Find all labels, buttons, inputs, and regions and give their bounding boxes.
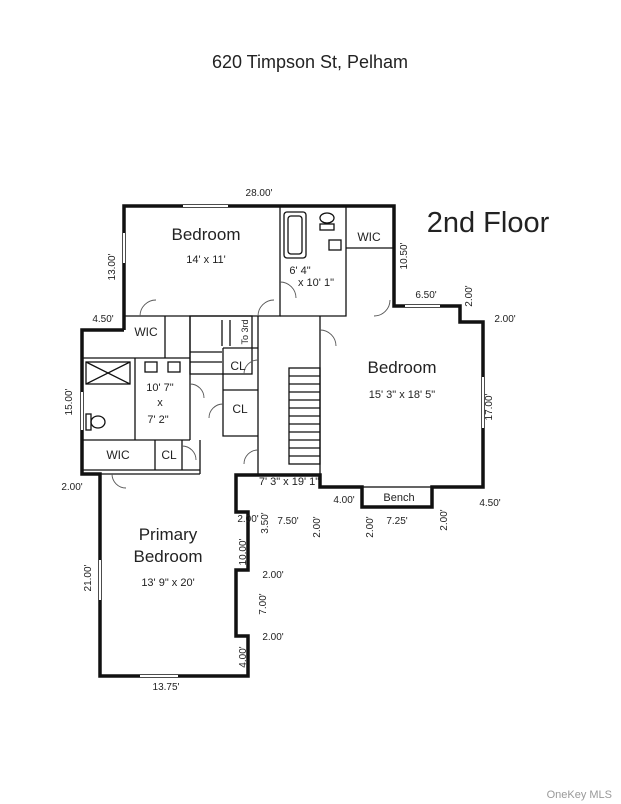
- room-primary-name-2: Bedroom: [134, 547, 203, 566]
- dim-450-left: 4.50': [92, 314, 113, 325]
- dim-15: 15.00': [64, 388, 75, 415]
- fixtures: [85, 211, 342, 465]
- dim-1050: 10.50': [399, 242, 410, 269]
- dim-7: 7.00': [258, 593, 269, 614]
- dim-28: 28.00': [246, 188, 273, 199]
- dim-4-low: 4.00': [238, 646, 249, 667]
- room-stair-top-name: To 3rd: [240, 319, 250, 344]
- dim-725: 7.25': [386, 516, 407, 527]
- room-wic-bottom-name: WIC: [106, 448, 130, 462]
- room-bedroom-east-size: 15' 3" x 18' 5": [369, 389, 436, 401]
- room-bath-primary-size-2: x: [157, 397, 163, 409]
- dim-13: 13.00': [107, 253, 118, 280]
- dim-350: 3.50': [260, 512, 271, 533]
- floor-label: 2nd Floor: [427, 207, 550, 239]
- room-cl-1-name: CL: [230, 359, 246, 373]
- dim-10: 10.00': [238, 538, 249, 565]
- dim-2-bench-l: 2.00': [365, 516, 376, 537]
- room-bath-primary-size-1: 10' 7": [146, 382, 174, 394]
- dim-2-bench-r: 2.00': [439, 509, 450, 530]
- dim-2-mid1: 2.00': [262, 570, 283, 581]
- dim-650: 6.50': [415, 290, 436, 301]
- room-wic-top-name: WIC: [357, 230, 381, 244]
- dim-21: 21.00': [83, 564, 94, 591]
- dim-450-right: 4.50': [479, 498, 500, 509]
- room-cl-2-name: CL: [232, 402, 248, 416]
- dim-17: 17.00': [484, 393, 495, 420]
- stair-treads: [289, 375, 320, 457]
- room-bath-top-size-1: 6' 4": [289, 265, 310, 277]
- room-hall-size: 7' 3" x 19' 1": [259, 476, 319, 488]
- watermark: OneKey MLS: [547, 789, 612, 801]
- windows: [81, 205, 484, 677]
- dim-2-corner: 2.00': [237, 514, 258, 525]
- room-bedroom-east-name: Bedroom: [368, 358, 437, 377]
- interior-walls: [82, 206, 433, 508]
- room-wic-left-name: WIC: [134, 325, 158, 339]
- dim-4-bench: 4.00': [333, 495, 354, 506]
- room-bedroom-nw-name: Bedroom: [172, 225, 241, 244]
- dim-2-hall: 2.00': [312, 516, 323, 537]
- dim-2-right: 2.00': [494, 314, 515, 325]
- room-cl-3-name: CL: [161, 448, 177, 462]
- room-bedroom-nw-size: 14' x 11': [186, 254, 225, 266]
- dim-750: 7.50': [277, 516, 298, 527]
- exterior-walls: [80, 204, 485, 678]
- room-primary-name-1: Primary: [139, 525, 198, 544]
- room-bath-primary-size-3: 7' 2": [147, 414, 168, 426]
- dim-2-top: 2.00': [464, 285, 475, 306]
- room-bath-top-size-2: x 10' 1": [298, 277, 334, 289]
- dimension-labels: 28.00' 13.00' 4.50' 15.00' 2.00' 21.00' …: [61, 188, 515, 693]
- dim-1375: 13.75': [153, 682, 180, 693]
- room-bench-name: Bench: [383, 492, 414, 504]
- room-primary-size: 13' 9" x 20': [141, 577, 194, 589]
- address-title: 620 Timpson St, Pelham: [212, 52, 408, 72]
- doors: [111, 281, 391, 489]
- dim-2-left: 2.00': [61, 482, 82, 493]
- dim-2-mid2: 2.00': [262, 632, 283, 643]
